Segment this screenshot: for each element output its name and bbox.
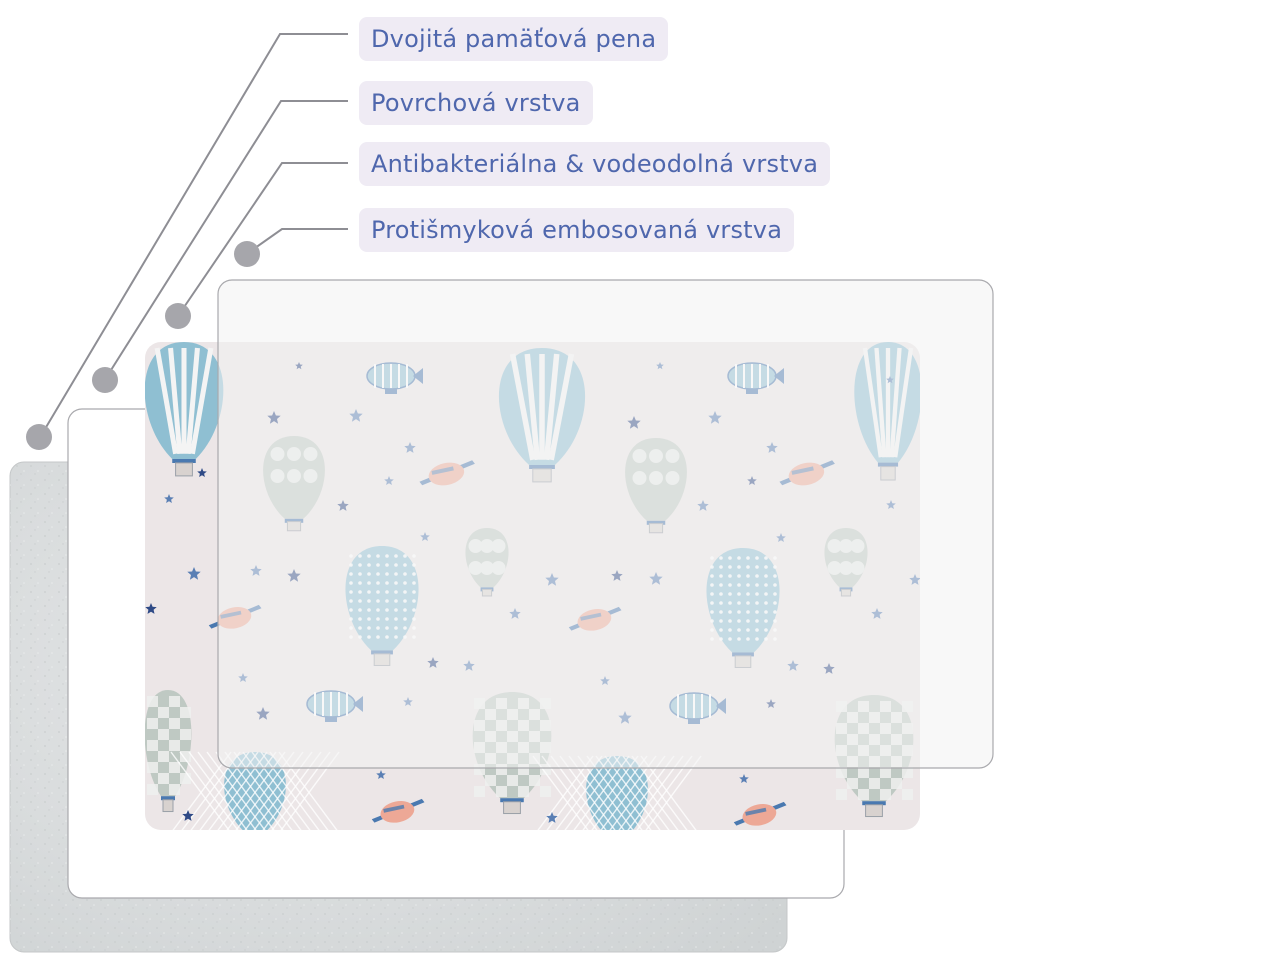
airplane-icon — [371, 798, 425, 823]
star-icon — [376, 770, 386, 779]
leader-dot-1 — [26, 424, 52, 450]
star-icon — [197, 468, 207, 477]
layer-label-antibacterial-waterproof: Antibakteriálna & vodeodolná vrstva — [359, 142, 831, 186]
star-icon — [164, 494, 174, 503]
star-icon — [739, 774, 749, 783]
hot-air-balloon-icon — [145, 690, 192, 813]
leader-dot-3 — [165, 303, 191, 329]
leader-dot-4 — [234, 241, 260, 267]
leader-lines — [41, 33, 348, 435]
layer-label-memory-foam: Dvojitá pamäťová pena — [359, 17, 669, 61]
transparent-top-layer — [217, 279, 994, 769]
star-icon — [182, 810, 194, 821]
layer-label-surface: Povrchová vrstva — [359, 81, 593, 125]
leader-dot-2 — [92, 367, 118, 393]
star-icon — [546, 812, 558, 823]
hot-air-balloon-icon — [532, 755, 702, 830]
star-icon — [145, 603, 157, 614]
hot-air-balloon-icon — [145, 342, 224, 477]
leader-line-2 — [105, 100, 348, 379]
airplane-icon — [733, 801, 787, 826]
leader-line-3 — [177, 162, 348, 317]
star-icon — [187, 567, 201, 580]
leader-line-1 — [41, 33, 348, 435]
leader-line-4 — [247, 228, 348, 254]
leader-dots — [26, 241, 260, 450]
layer-label-anti-slip-embossed: Protišmyková embosovaná vrstva — [359, 208, 795, 252]
